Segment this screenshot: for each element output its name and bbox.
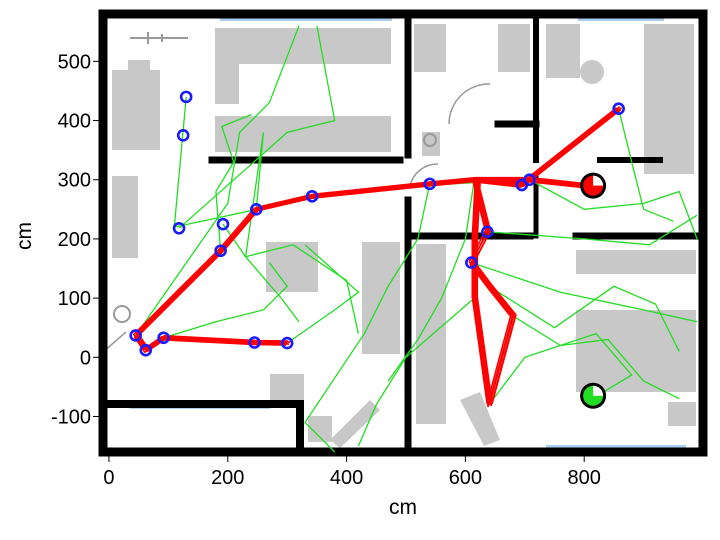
waypoint-marker-16 <box>248 336 261 349</box>
y-tick-label-100: 100 <box>58 288 91 310</box>
odometry-path-2 <box>178 25 336 229</box>
robot-markers <box>580 172 607 409</box>
odometry-path-4 <box>244 132 360 334</box>
waypoint-marker-9 <box>523 173 536 187</box>
furniture-block <box>576 310 696 392</box>
waypoint-marker-7 <box>423 177 437 191</box>
furniture-block <box>270 374 304 400</box>
furniture-block <box>128 60 150 80</box>
furniture-block <box>546 24 580 78</box>
odometry-path-13 <box>617 108 674 222</box>
furniture-blocks <box>112 24 696 448</box>
y-axis-label: cm <box>13 222 36 250</box>
waypoint-marker-14 <box>139 343 153 357</box>
decor-circle <box>113 305 131 323</box>
furniture-block <box>668 402 696 426</box>
waypoint-marker-5 <box>249 203 263 216</box>
waypoint-marker-10 <box>612 102 625 116</box>
waypoint-markers <box>129 90 625 357</box>
waypoint-marker-6 <box>305 190 319 203</box>
y-tick-label-200: 200 <box>58 229 91 251</box>
furniture-block <box>498 24 530 72</box>
furniture-block <box>362 242 400 354</box>
waypoint-marker-4 <box>214 244 227 258</box>
x-tick-label-600: 600 <box>449 467 482 489</box>
odometry-path-5 <box>304 183 431 453</box>
waypoint-marker-13 <box>129 329 142 342</box>
y-tick-label-500: 500 <box>58 51 91 73</box>
odometry-path-6 <box>471 261 698 323</box>
furniture-round <box>580 60 604 84</box>
waypoint-marker-1 <box>176 129 190 142</box>
start-marker-heading <box>593 175 604 186</box>
y-tick-label--100: -100 <box>51 406 91 428</box>
odometry-path-15 <box>387 179 475 382</box>
y-tick-label-400: 400 <box>58 111 91 133</box>
furniture-slab <box>330 400 380 448</box>
waypoint-marker-3 <box>216 217 230 231</box>
waypoint-marker-11 <box>481 225 494 239</box>
odometry-path-14 <box>163 262 289 339</box>
waypoint-marker-15 <box>157 331 170 345</box>
odometry-path-9 <box>357 297 475 447</box>
y-tick-label-300: 300 <box>58 170 91 192</box>
furniture-block <box>112 176 138 258</box>
odometry-path-11 <box>488 285 680 352</box>
odometry-path-7 <box>487 214 698 246</box>
odometry-path-12 <box>286 244 360 344</box>
waypoint-marker-12 <box>465 256 478 269</box>
odometry-path-10 <box>488 332 633 405</box>
furniture-block <box>644 24 694 174</box>
waypoint-marker-0 <box>179 90 193 104</box>
y-tick-label-0: 0 <box>80 347 91 369</box>
door-arc <box>448 83 491 125</box>
odometry-path-16 <box>215 113 252 251</box>
odometry-path-17 <box>512 315 680 400</box>
door-arc <box>409 163 439 187</box>
x-axis-label: cm <box>389 496 417 519</box>
waypoint-marker-2 <box>172 221 186 235</box>
furniture-block <box>215 28 391 64</box>
x-tick-label-400: 400 <box>330 467 363 489</box>
odometry-path-1 <box>135 25 300 336</box>
goal-marker-heading <box>593 385 604 396</box>
furniture-slab <box>460 392 500 446</box>
odometry-path-3 <box>222 223 300 323</box>
axes: 0 200 400 600 800 -100 0 100 200 300 400 500 <box>51 51 601 489</box>
furniture-block <box>215 116 391 152</box>
floor-plan-background <box>98 9 708 457</box>
furniture-block <box>576 250 696 274</box>
x-tick-label-800: 800 <box>568 467 601 489</box>
odometry-path-8 <box>529 179 698 240</box>
decor-circle <box>423 133 437 147</box>
waypoint-marker-17 <box>280 336 294 350</box>
furniture-block <box>266 242 318 292</box>
furniture-block <box>414 24 446 72</box>
walls <box>98 9 708 457</box>
x-tick-label-0: 0 <box>103 467 114 489</box>
x-tick-label-200: 200 <box>211 467 244 489</box>
furniture-block <box>112 70 160 150</box>
decorative-glyphs <box>113 32 437 323</box>
furniture-block <box>215 64 239 104</box>
